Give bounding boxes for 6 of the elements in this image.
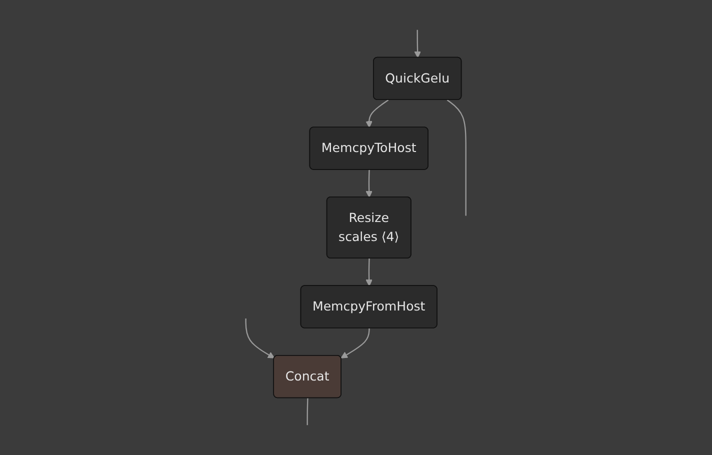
arrow [245, 318, 275, 358]
arrow [414, 30, 422, 58]
arrow [366, 258, 373, 286]
arrow [340, 328, 370, 358]
arrow [366, 170, 373, 198]
arrow [366, 100, 389, 128]
